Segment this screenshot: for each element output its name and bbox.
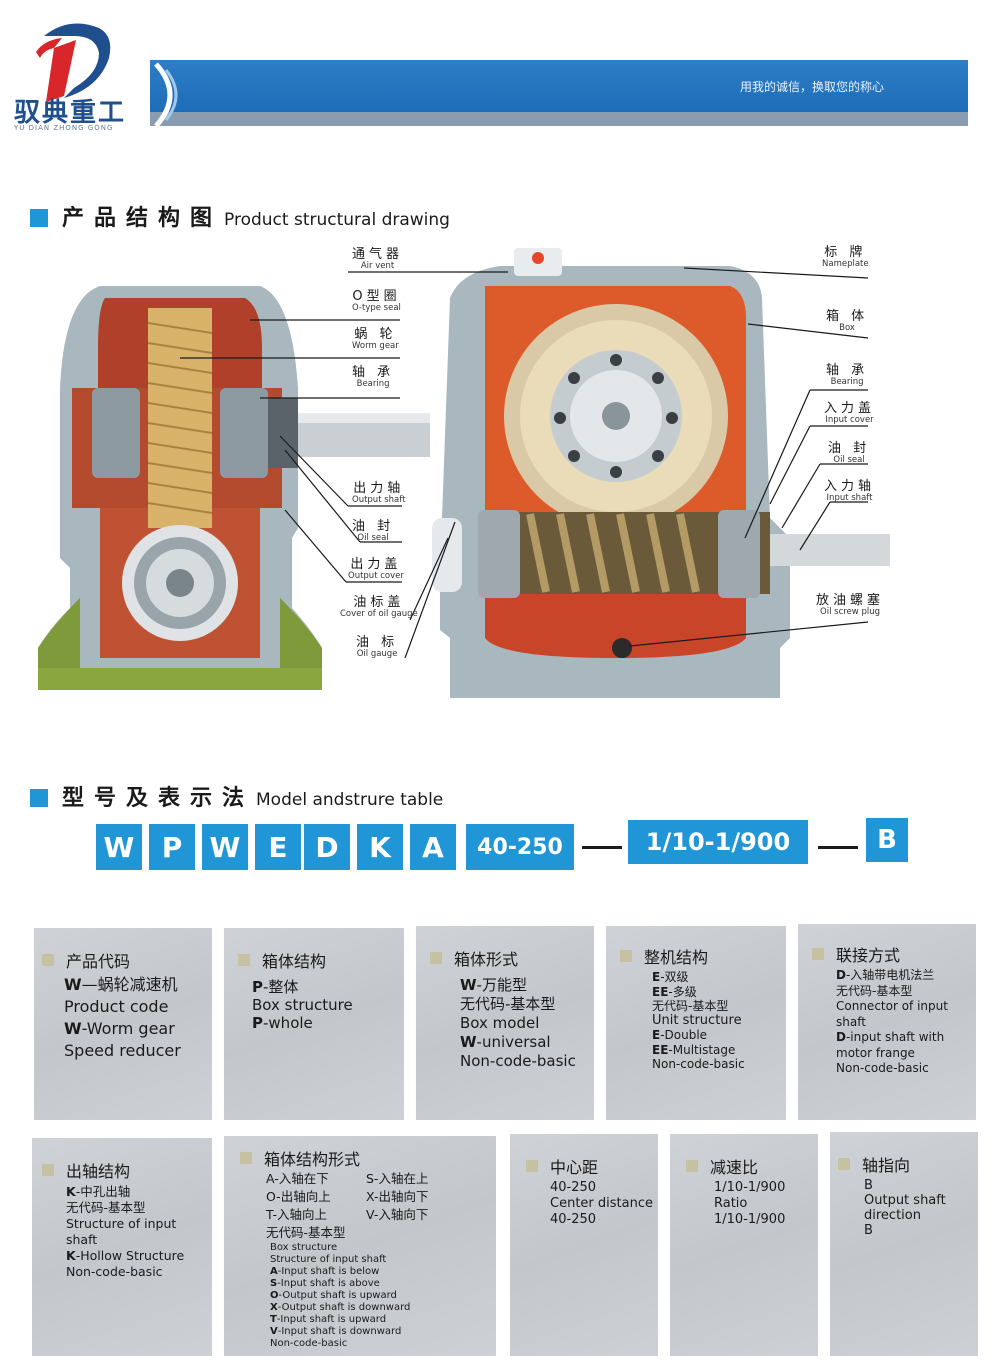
code-letter-d: D (304, 824, 350, 870)
code-center-distance: 40-250 (466, 824, 574, 870)
brand-name-en: YU DIAN ZHONG GONG (14, 124, 114, 132)
card-output-shaft: 出轴结构 K-中孔出轴 无代码-基本型 Structure of input s… (32, 1138, 212, 1356)
code-letter-w1: W (96, 824, 142, 870)
gearbox-side-view (38, 286, 430, 690)
card-title: 整机结构 (644, 948, 709, 967)
gearbox-front-view (432, 248, 890, 698)
card-title: 箱体结构 (262, 952, 327, 971)
card-center-distance: 中心距 40-250 Center distance 40-250 (510, 1134, 658, 1356)
section-title-model: 型号及表示法 Model andstrure table (30, 780, 443, 812)
card-ratio: 减速比 1/10-1/900 Ratio 1/10-1/900 (670, 1134, 818, 1356)
card-title: 箱体形式 (454, 950, 519, 969)
card-title: 箱体结构形式 (264, 1150, 361, 1169)
card-title: 产品代码 (66, 952, 131, 971)
card-title: 出轴结构 (66, 1162, 131, 1181)
code-letter-k: K (357, 824, 403, 870)
section-title-structure: 产品结构图 Product structural drawing (30, 200, 450, 232)
gearbox-illustration (38, 248, 890, 698)
leader-lines (180, 267, 869, 659)
header-slogan: 用我的诚信，换取您的称心 (740, 80, 885, 94)
card-title: 轴指向 (862, 1156, 911, 1175)
brand-name: 驭典重工 (14, 98, 127, 128)
banner-arc-decoration (154, 62, 178, 128)
section-title-en: Product structural drawing (224, 210, 450, 230)
card-product-code: 产品代码 W—蜗轮减速机 Product code W-Worm gear Sp… (34, 928, 212, 1120)
card-box-structure: 箱体结构 P-整体 Box structure P-whole (224, 928, 404, 1120)
header-banner-stripe (150, 112, 968, 126)
code-letter-a: A (410, 824, 456, 870)
card-title: 减速比 (710, 1158, 759, 1177)
card-connection: 联接方式 D-入轴带电机法兰 无代码-基本型 Connector of inpu… (798, 924, 976, 1120)
brand-logo (36, 23, 111, 102)
card-title: 联接方式 (836, 946, 901, 965)
code-suffix: B (866, 818, 908, 862)
card-shaft-direction: 轴指向 B Output shaft direction B (830, 1132, 978, 1356)
card-title: 中心距 (550, 1158, 599, 1177)
card-box-form: 箱体形式 W-万能型 无代码-基本型 Box model W-universal… (416, 926, 594, 1120)
code-separator (818, 846, 858, 849)
card-unit-structure: 整机结构 E-双级 EE-多级 无代码-基本型 Unit structure E… (606, 926, 786, 1120)
section-title-cn: 产品结构图 (62, 206, 223, 231)
section-marker (30, 209, 48, 227)
code-letter-p: P (149, 824, 195, 870)
section-marker (30, 789, 48, 807)
code-letter-e: E (255, 824, 301, 870)
section-title-cn: 型号及表示法 (62, 786, 255, 811)
code-ratio: 1/10-1/900 (628, 820, 808, 864)
section-title-en: Model andstrure table (256, 790, 444, 810)
code-separator (582, 846, 622, 849)
code-letter-w2: W (202, 824, 248, 870)
